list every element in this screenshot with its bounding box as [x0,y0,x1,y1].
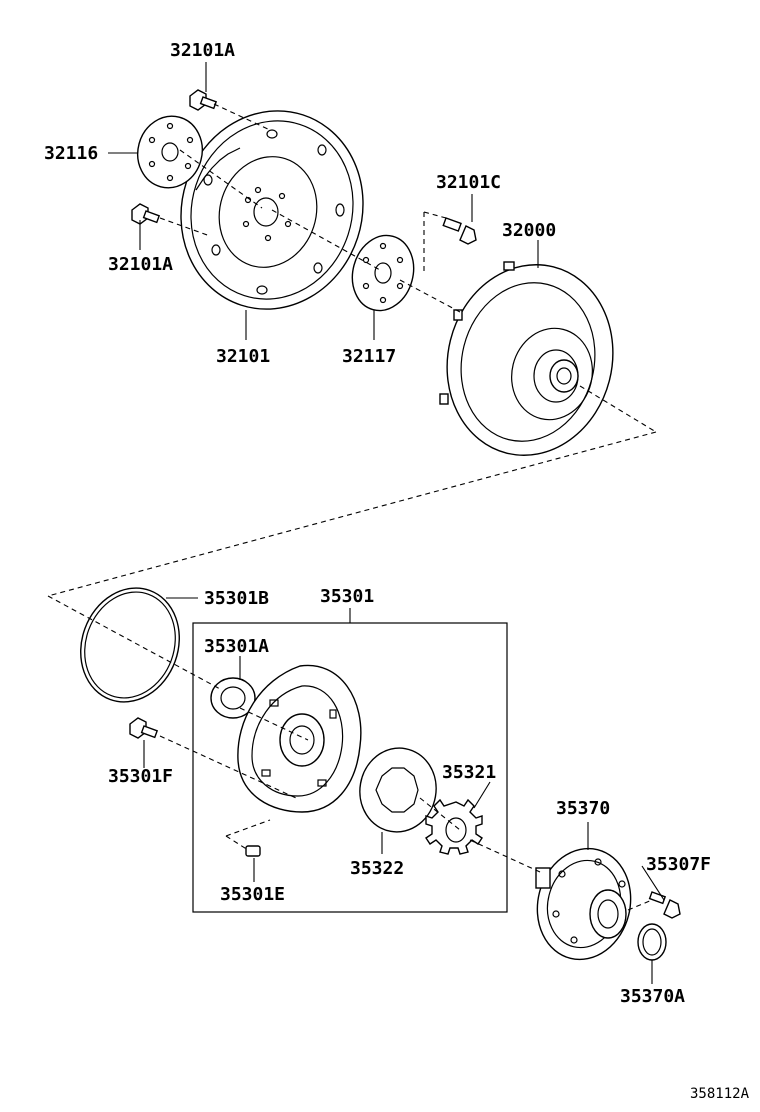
stator-shaft-35370 [535,847,632,961]
bolt-32101A-bottom [131,203,161,225]
driven-gear-35322 [359,747,437,833]
label-35322: 35322 [350,858,404,879]
drive-gear-35321 [425,798,483,855]
label-32101A-bottom: 32101A [108,254,173,275]
label-35301F: 35301F [108,766,173,787]
spacer-32116 [137,115,203,189]
label-32000: 32000 [502,220,556,241]
label-32101A-top: 32101A [170,40,235,61]
diagram-code: 358112A [690,1086,750,1102]
label-32116: 32116 [44,143,98,164]
label-35301: 35301 [320,586,374,607]
label-35370: 35370 [556,798,610,819]
label-32101: 32101 [216,346,270,367]
label-35307F: 35307F [646,854,711,875]
spacer-32117 [351,234,415,312]
label-35301B: 35301B [204,588,269,609]
pump-body-35301 [192,622,508,913]
pin-35301E [245,845,261,857]
label-35370A: 35370A [620,986,685,1007]
assembly-lines [47,103,657,911]
bolt-32101C [442,217,477,245]
label-32101C: 32101C [436,172,501,193]
label-35301A: 35301A [204,636,269,657]
torque-converter-32000 [439,261,614,456]
bolt-35307F [648,891,681,919]
bolt-35301F [129,717,159,739]
seal-ring-35370A [637,923,667,961]
label-35321: 35321 [442,762,496,783]
label-32117: 32117 [342,346,396,367]
o-ring-35301B [80,587,180,703]
bolt-32101A-top [189,89,218,111]
leader-lines [108,62,665,984]
oil-seal-35301A [210,677,256,719]
label-35301E: 35301E [220,884,285,905]
